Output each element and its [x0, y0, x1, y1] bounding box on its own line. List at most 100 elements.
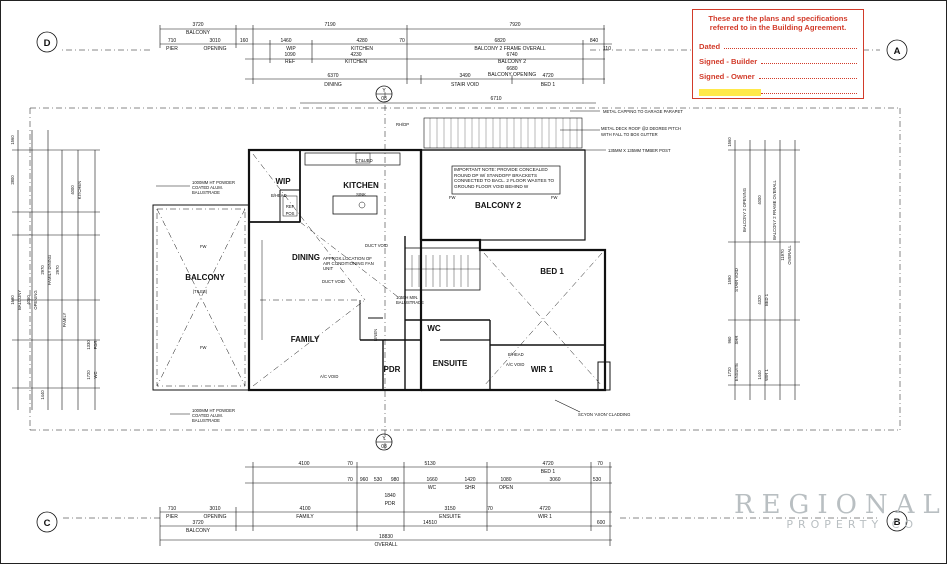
dim-label: WIR 1: [764, 369, 769, 381]
dim-overall: 18830: [379, 534, 393, 540]
builder-signature-line[interactable]: [761, 63, 857, 64]
logo-line1: REGIONAL: [734, 490, 947, 520]
dim-label: BALCONY: [17, 290, 22, 310]
dim-label: PIER: [166, 46, 178, 52]
highlight-row: [699, 81, 857, 96]
room-sublabel: SINK: [356, 192, 366, 197]
note-rh-dp: RH/DP: [396, 122, 409, 127]
dated-row: Dated: [699, 36, 857, 51]
dim-label: WIR 1: [538, 514, 552, 520]
dim: 70: [487, 506, 493, 512]
dim-label: STAIR VOID: [451, 82, 479, 88]
dim-label: DINING: [324, 82, 342, 88]
dim: 3010: [209, 38, 220, 44]
dim-label: BALCONY 2: [498, 59, 526, 65]
dim: 1090: [284, 52, 295, 58]
dim: 710: [168, 38, 177, 44]
dim: 3490: [459, 73, 470, 79]
room-label-wir1: WIR 1: [531, 365, 554, 374]
dim: 1330: [86, 340, 91, 350]
dim: 960: [360, 477, 369, 483]
dim-label: BED 1: [541, 82, 556, 88]
logo-line2: PROPERTY CO: [786, 518, 918, 531]
dim: 4320: [757, 295, 762, 305]
dim: 3010: [209, 506, 220, 512]
dim-label: BALCONY OPENING: [488, 72, 536, 78]
dim: 4100: [298, 461, 309, 467]
builder-row: Signed - Builder: [699, 51, 857, 66]
room-label-wc: WC: [427, 324, 441, 333]
room-label-kitchen: KITCHEN: [343, 181, 379, 190]
dim: 960: [727, 336, 732, 344]
dim: 980: [391, 477, 400, 483]
note-ac-void: A/C VOID: [320, 374, 338, 379]
owner-row: Signed - Owner: [699, 66, 857, 81]
dim: 1560: [727, 137, 732, 147]
note-fall-gutter: WITH FALL TO BOX GUTTER: [601, 132, 658, 137]
dim-label: PIER: [166, 514, 178, 520]
room-label-dining: DINING: [292, 253, 320, 262]
note-duct-void-2: DUCT VOID: [322, 279, 345, 284]
grid-marker-b: B: [894, 517, 901, 528]
dim: 70: [347, 461, 353, 467]
note-bhead: B/HEAD: [508, 352, 524, 357]
room-label-balcony2: BALCONY 2: [475, 201, 522, 210]
dim: 4720: [542, 461, 553, 467]
dim-label: BALCONY 2 FRAME OVERALL: [772, 179, 777, 239]
note-ac-void-2: A/C VOID: [506, 362, 524, 367]
room-sublabel: CT&UBD: [355, 158, 372, 163]
note-fw: FW: [200, 345, 207, 350]
signature-box: These are the plans and specifications r…: [692, 9, 864, 99]
dim-label: ENSUITE: [734, 363, 739, 381]
dim: 3060: [549, 477, 560, 483]
dim-top-balcony: 3720: [192, 22, 203, 28]
signed-owner-label: Signed - Owner: [699, 72, 755, 81]
dim: 1660: [426, 477, 437, 483]
extra-line[interactable]: [761, 93, 857, 94]
room-label-pos: POS: [286, 211, 295, 216]
signed-builder-label: Signed - Builder: [699, 57, 758, 66]
balcony-left-outline: [152, 204, 250, 391]
dim: 4720: [539, 506, 550, 512]
balcony2-outline: [420, 149, 586, 241]
dim: 1440: [40, 390, 45, 400]
dim-label: FAMILY: [62, 313, 67, 328]
note-fw: FW: [551, 195, 558, 200]
dim: 530: [374, 477, 383, 483]
dim: 4280: [356, 38, 367, 44]
note-cladding: SCYON 'AXON' CLADDING: [578, 412, 630, 417]
dim-label: OVERALL: [787, 245, 792, 265]
dim: 710: [168, 506, 177, 512]
dim-label: WIP: [286, 46, 296, 52]
dim: 1690: [10, 295, 15, 305]
dim: 2970: [40, 265, 45, 275]
dim-label: OPEN: [499, 485, 514, 491]
dim-label: FAMILY DINING: [47, 255, 52, 285]
dim: 1080: [500, 477, 511, 483]
room-label-ref: REF: [286, 204, 295, 209]
room-label-linen: LINEN: [373, 329, 378, 341]
dim-label: BED 1: [764, 293, 769, 306]
dim: 4230: [350, 52, 361, 58]
note-duct-void: DUCT VOID: [365, 243, 388, 248]
dim: 110: [603, 46, 611, 52]
dim-label: BALCONY 2 FRAME OVERALL: [474, 46, 546, 52]
note-balustrade-top: 1000MM HT POWDER COATED ALUM. BALUSTRADE: [192, 180, 235, 195]
dim: 1440: [757, 370, 762, 380]
dim-label: WC: [93, 372, 98, 379]
note-bhead: B/HEAD: [271, 193, 287, 198]
dim-label: BALCONY 2 OPENING: [742, 188, 747, 232]
dim-top-mid: 7190: [324, 22, 335, 28]
dated-line[interactable]: [724, 48, 857, 49]
signature-heading-line2: referred to in the Building Agreement.: [709, 23, 847, 32]
dim: 4000: [70, 185, 75, 195]
dim: 2800: [10, 175, 15, 185]
dim-label: REF: [285, 59, 295, 65]
note-metal-deck: METAL DECK ROOF @2 DEGREE PITCH: [601, 126, 681, 131]
owner-signature-line[interactable]: [758, 78, 857, 79]
dim: 6710: [490, 96, 501, 102]
dim: 6370: [327, 73, 338, 79]
dim: 3720: [192, 520, 203, 526]
dim: 1420: [464, 477, 475, 483]
dim-label: WC: [428, 485, 437, 491]
